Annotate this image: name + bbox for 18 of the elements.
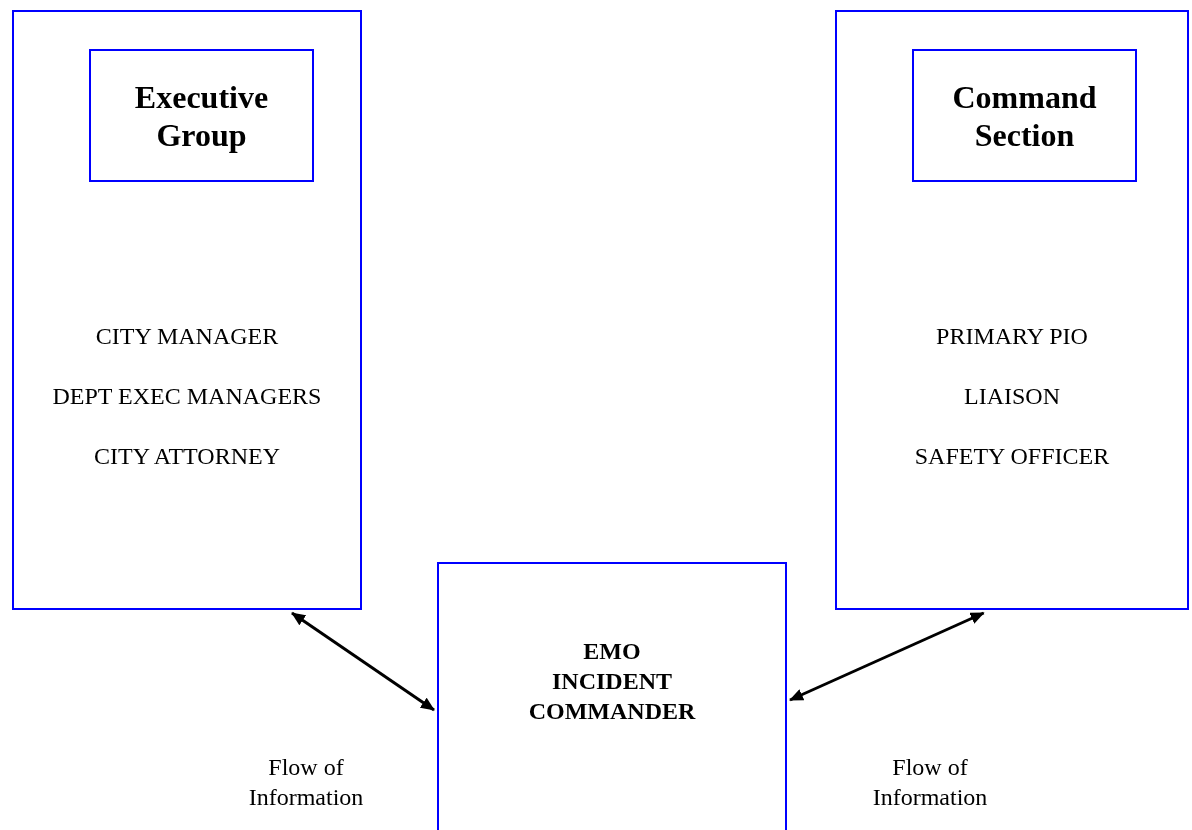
double-arrow xyxy=(291,611,435,712)
node-text: SAFETY OFFICER xyxy=(914,442,1110,470)
node-text: Command Section xyxy=(951,77,1098,154)
node-text: LIAISON xyxy=(964,382,1060,410)
node-text: PRIMARY PIO xyxy=(936,322,1088,350)
node-text: CITY ATTORNEY xyxy=(94,442,280,470)
double-arrow xyxy=(789,611,985,702)
group-box xyxy=(835,10,1189,610)
node-text: CITY MANAGER xyxy=(95,322,279,350)
node-text: EMO INCIDENT COMMANDER xyxy=(528,637,696,726)
node-text: DEPT EXEC MANAGERS xyxy=(52,382,322,410)
flow-label: Flow of Information xyxy=(871,753,989,812)
commander-box xyxy=(437,562,787,830)
group-box xyxy=(12,10,362,610)
group-title-box xyxy=(89,49,314,182)
flow-label: Flow of Information xyxy=(247,753,365,812)
group-title-box xyxy=(912,49,1137,182)
node-text: Executive Group xyxy=(133,77,270,154)
